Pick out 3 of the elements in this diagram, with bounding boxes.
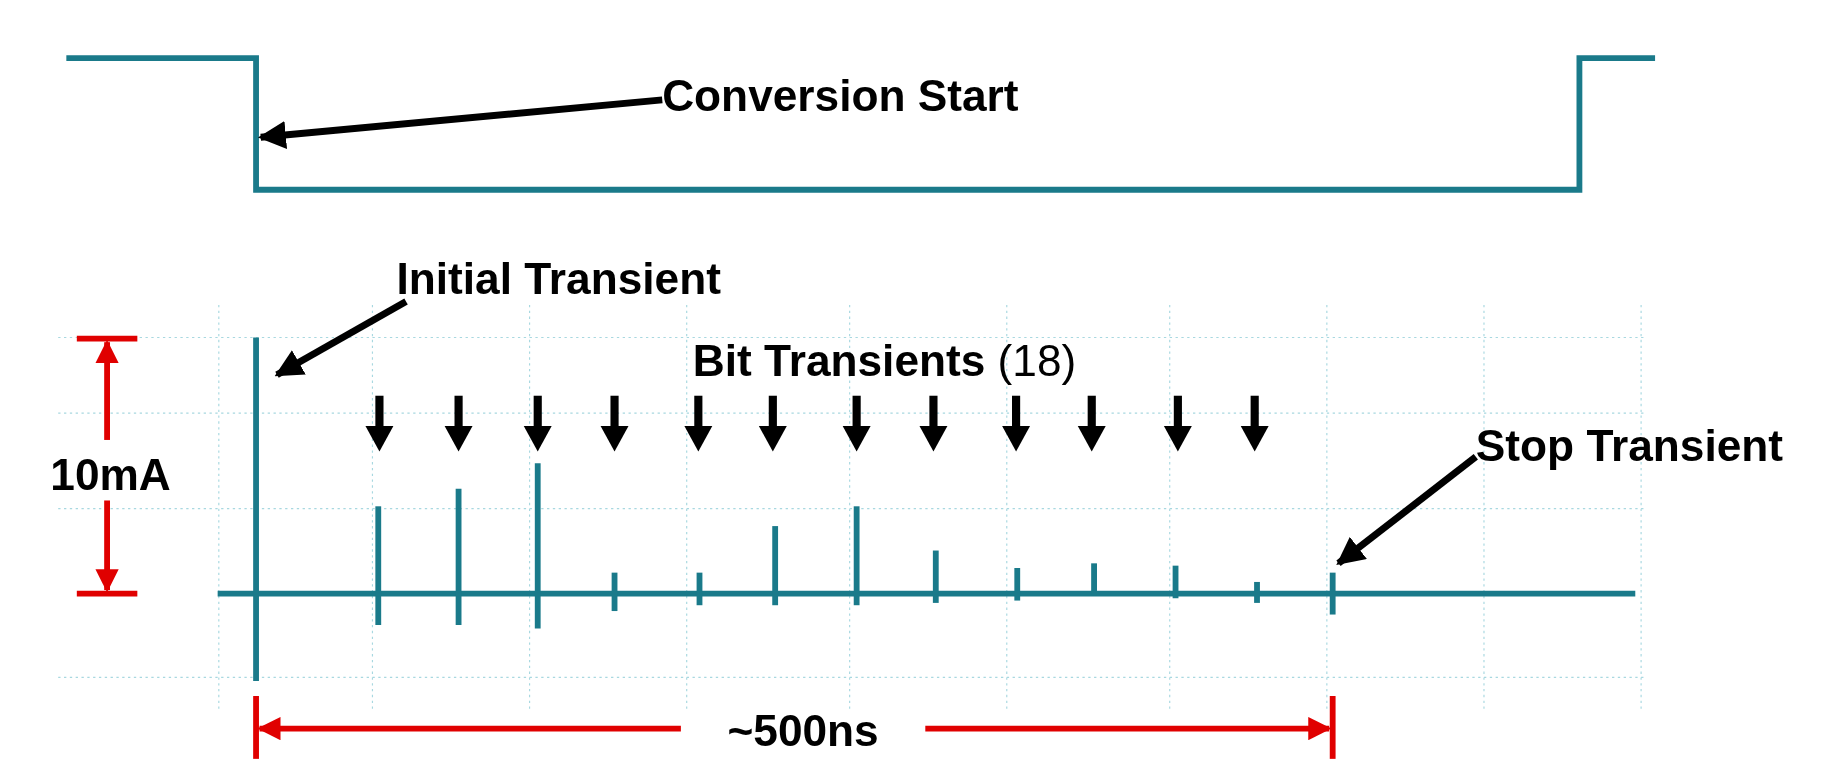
annotation-label: Bit Transients (18) [692,338,1077,383]
dimension-label: ~500ns [727,708,879,754]
dimension-label: 10mA [50,452,171,497]
